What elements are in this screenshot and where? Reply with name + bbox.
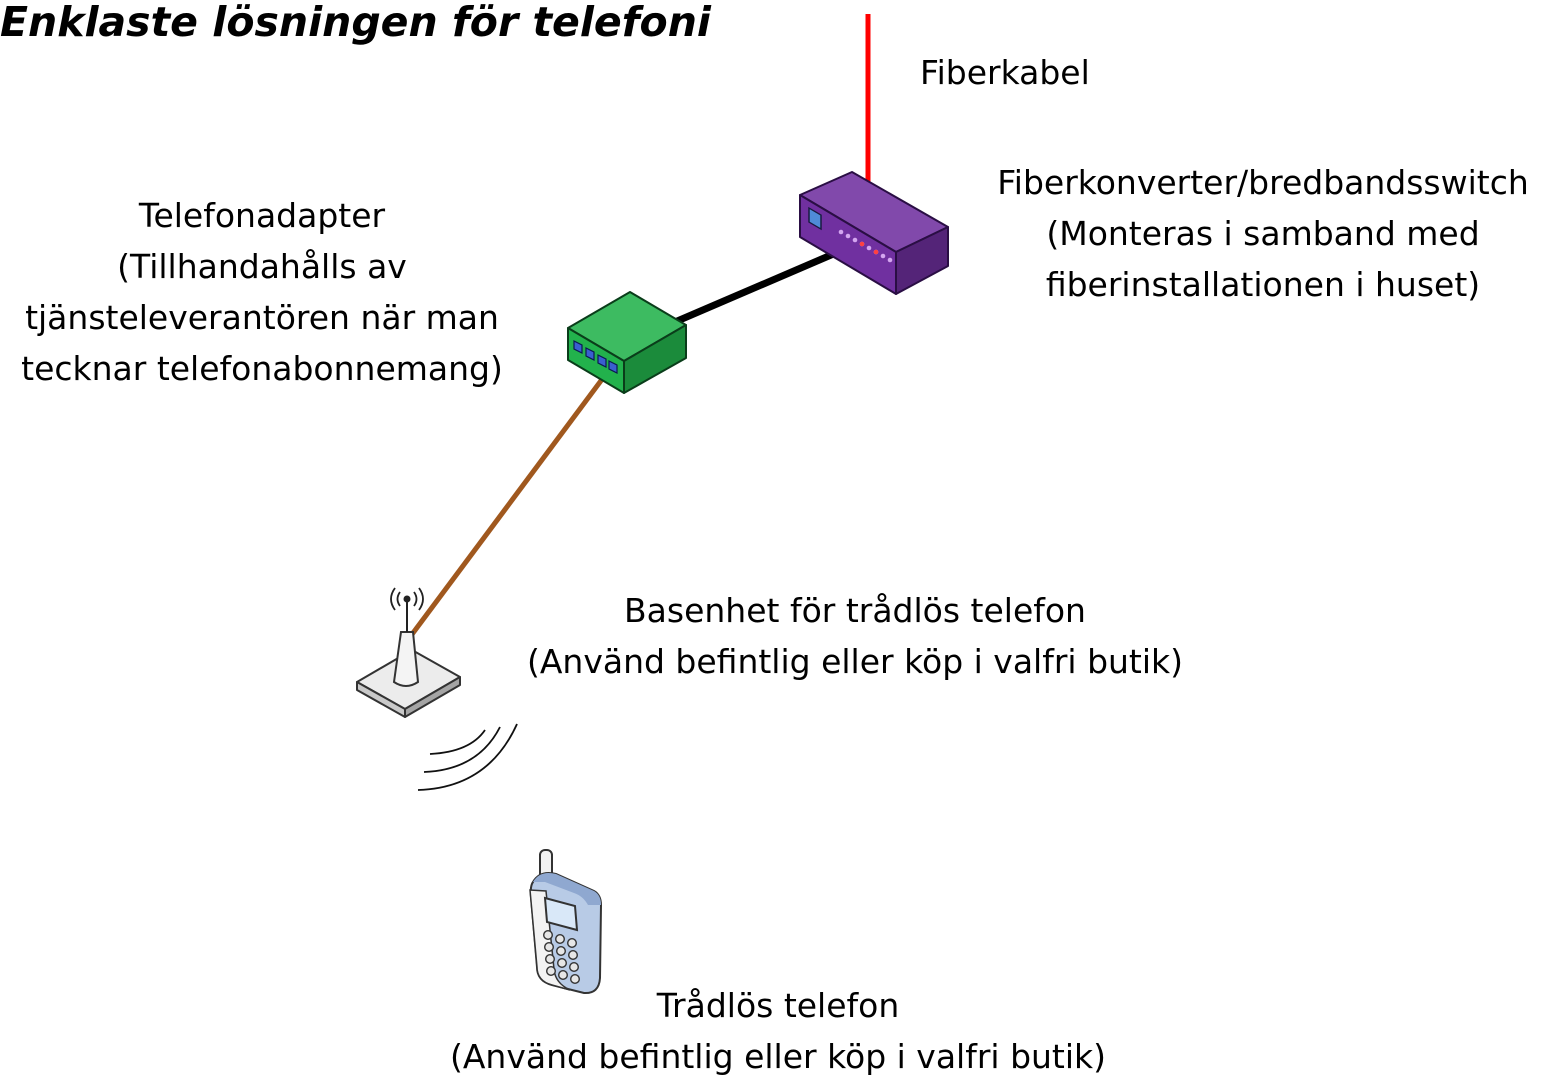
radio-waves-icon [417,723,518,791]
adapter-note-line1: (Tillhandahålls av [117,247,407,286]
switch-name: Fiberkonverter/bredbandsswitch [997,163,1529,202]
switch-label: Fiberkonverter/bredbandsswitch (Monteras… [982,157,1544,310]
cordless-phone-icon [529,849,603,995]
adapter-note-line3: tecknar telefonabonnemang) [21,349,503,388]
cordless-phone-note: (Använd befintlig eller köp i valfri but… [449,1037,1107,1076]
base-station-name: Basenhet för trådlös telefon [624,591,1086,630]
broadband-switch-icon [799,171,949,295]
ethernet-cable [666,248,840,329]
diagram-title: Enklaste lösningen för telefoni [0,0,711,46]
phone-cable [407,376,606,639]
switch-note-line1: (Monteras i samband med [1046,214,1480,253]
base-station-icon [356,587,461,718]
phone-adapter-icon [567,291,687,394]
adapter-label: Telefonadapter (Tillhandahålls av tjänst… [8,190,516,394]
fiber-cable-label: Fiberkabel [920,53,1090,92]
adapter-note-line2: tjänsteleverantören när man [25,298,499,337]
cordless-phone-name: Trådlös telefon [656,986,900,1025]
cordless-phone-label: Trådlös telefon (Använd befintlig eller … [440,980,1116,1082]
base-station-label: Basenhet för trådlös telefon (Använd bef… [515,585,1195,687]
switch-note-line2: fiberinstallationen i huset) [1045,265,1481,304]
base-station-note: (Använd befintlig eller köp i valfri but… [526,642,1184,681]
adapter-name: Telefonadapter [138,196,386,235]
